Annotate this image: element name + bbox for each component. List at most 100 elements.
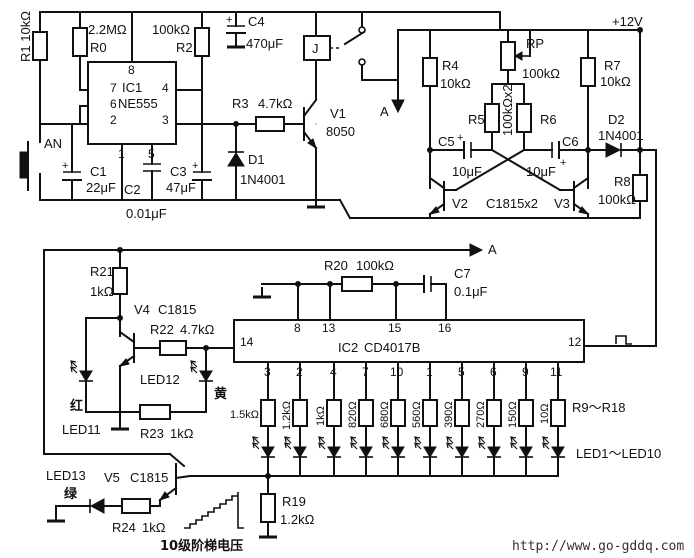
ic1-ref: IC1 bbox=[122, 80, 142, 95]
staircase-label: 10级阶梯电压 bbox=[160, 538, 243, 554]
svg-text:2: 2 bbox=[110, 113, 117, 127]
svg-text:4: 4 bbox=[162, 81, 169, 95]
svg-text:560Ω: 560Ω bbox=[411, 401, 423, 428]
r16-resistor bbox=[486, 399, 502, 427]
svg-text:16: 16 bbox=[438, 321, 452, 335]
c1-value: 22μF bbox=[86, 180, 116, 195]
r17-resistor bbox=[518, 399, 534, 427]
led10-icon bbox=[542, 436, 566, 458]
d2-value: 1N4001 bbox=[598, 128, 644, 143]
r6-resistor bbox=[516, 103, 532, 133]
svg-text:11: 11 bbox=[550, 365, 563, 379]
svg-text:1.2kΩ: 1.2kΩ bbox=[281, 401, 293, 430]
led13-color: 绿 bbox=[64, 486, 78, 502]
v4-label: V4 bbox=[134, 302, 150, 317]
svg-text:3: 3 bbox=[162, 113, 169, 127]
r0-value: 2.2MΩ bbox=[88, 22, 127, 37]
c7-value: 0.1μF bbox=[454, 284, 488, 299]
svg-text:6: 6 bbox=[490, 365, 497, 379]
ic2-part: CD4017B bbox=[364, 340, 420, 355]
svg-text:7: 7 bbox=[110, 81, 117, 95]
r4-value: 10kΩ bbox=[440, 76, 471, 91]
r19-value: 1.2kΩ bbox=[280, 512, 315, 527]
r24-label: R24 bbox=[112, 520, 136, 535]
svg-text:10: 10 bbox=[390, 365, 404, 379]
ic1-body bbox=[87, 61, 177, 145]
led12-label: LED12 bbox=[140, 372, 180, 387]
r21-resistor bbox=[112, 267, 128, 295]
svg-text:6: 6 bbox=[110, 97, 117, 111]
led12-icon bbox=[190, 360, 214, 382]
clock-waveform-icon bbox=[615, 335, 632, 345]
svg-text:+: + bbox=[457, 132, 463, 144]
c3-label: C3 bbox=[170, 164, 187, 179]
r8-label: R8 bbox=[614, 174, 631, 189]
timer-section: +12V R1 10kΩ AN 2.2MΩ R0 IC1 NE555 8 7 6… bbox=[18, 11, 643, 221]
c2-label: C2 bbox=[124, 182, 141, 197]
c5-value: 10μF bbox=[452, 164, 482, 179]
led13-label: LED13 bbox=[46, 468, 86, 483]
r14-resistor bbox=[422, 399, 438, 427]
svg-text:390Ω: 390Ω bbox=[443, 401, 455, 428]
r2-resistor bbox=[194, 27, 210, 57]
svg-text:1: 1 bbox=[426, 365, 433, 379]
svg-text:2: 2 bbox=[296, 365, 303, 379]
svg-text:5: 5 bbox=[458, 365, 465, 379]
r2-value: 100kΩ bbox=[152, 22, 190, 37]
r56-value: 100kΩx2 bbox=[500, 84, 515, 136]
r15-resistor bbox=[454, 399, 470, 427]
r22-label: R22 bbox=[150, 322, 174, 337]
svg-text:8: 8 bbox=[294, 321, 301, 335]
svg-text:7: 7 bbox=[362, 365, 369, 379]
c3-value: 47μF bbox=[166, 180, 196, 195]
led4-icon bbox=[350, 436, 374, 458]
led5-icon bbox=[382, 436, 406, 458]
c2-value: 0.01μF bbox=[126, 206, 167, 221]
r4-resistor bbox=[422, 57, 438, 87]
svg-text:3: 3 bbox=[264, 365, 271, 379]
r24-value: 1kΩ bbox=[142, 520, 166, 535]
r5-resistor bbox=[484, 103, 500, 133]
r2-label: R2 bbox=[176, 40, 193, 55]
r23-label: R23 bbox=[140, 426, 164, 441]
svg-text:820Ω: 820Ω bbox=[347, 401, 359, 428]
svg-text:13: 13 bbox=[322, 321, 336, 335]
svg-text:9: 9 bbox=[522, 365, 529, 379]
multivibrator-section: R4 10kΩ RP 100kΩ R5 100kΩx2 R6 + C5 bbox=[338, 29, 657, 347]
r23-resistor bbox=[139, 404, 171, 420]
led-bank-label: LED1～LED10 bbox=[576, 446, 661, 461]
r11-resistor bbox=[326, 399, 342, 427]
c4-value: 470μF bbox=[246, 36, 283, 51]
r19-resistor bbox=[260, 493, 276, 523]
r18-resistor bbox=[550, 399, 566, 427]
svg-text:+: + bbox=[192, 160, 198, 172]
r9-resistor bbox=[260, 399, 276, 427]
led9-icon bbox=[510, 436, 534, 458]
svg-text:14: 14 bbox=[240, 335, 254, 349]
staircase-waveform-icon bbox=[184, 492, 244, 529]
svg-text:8: 8 bbox=[128, 63, 135, 77]
r0-label: R0 bbox=[90, 40, 107, 55]
led6-icon bbox=[414, 436, 438, 458]
led7-icon bbox=[446, 436, 470, 458]
led11-color: 红 bbox=[70, 398, 83, 414]
r3-label: R3 bbox=[232, 96, 249, 111]
r10-resistor bbox=[292, 399, 308, 427]
r19-label: R19 bbox=[282, 494, 306, 509]
supply-label: +12V bbox=[612, 14, 643, 29]
r7-label: R7 bbox=[604, 58, 621, 73]
rp-value: 100kΩ bbox=[522, 66, 560, 81]
r22-value: 4.7kΩ bbox=[180, 322, 215, 337]
c4-label: C4 bbox=[248, 14, 265, 29]
r20-label: R20 bbox=[324, 258, 348, 273]
svg-text:10Ω: 10Ω bbox=[539, 404, 551, 424]
r21-value: 1kΩ bbox=[90, 284, 114, 299]
r6-label: R6 bbox=[540, 112, 557, 127]
led3-icon bbox=[318, 436, 342, 458]
svg-text:270Ω: 270Ω bbox=[475, 401, 487, 428]
svg-text:+: + bbox=[226, 14, 232, 26]
c6-label: C6 bbox=[562, 134, 579, 149]
svg-text:150Ω: 150Ω bbox=[507, 401, 519, 428]
c7-label: C7 bbox=[454, 266, 471, 281]
